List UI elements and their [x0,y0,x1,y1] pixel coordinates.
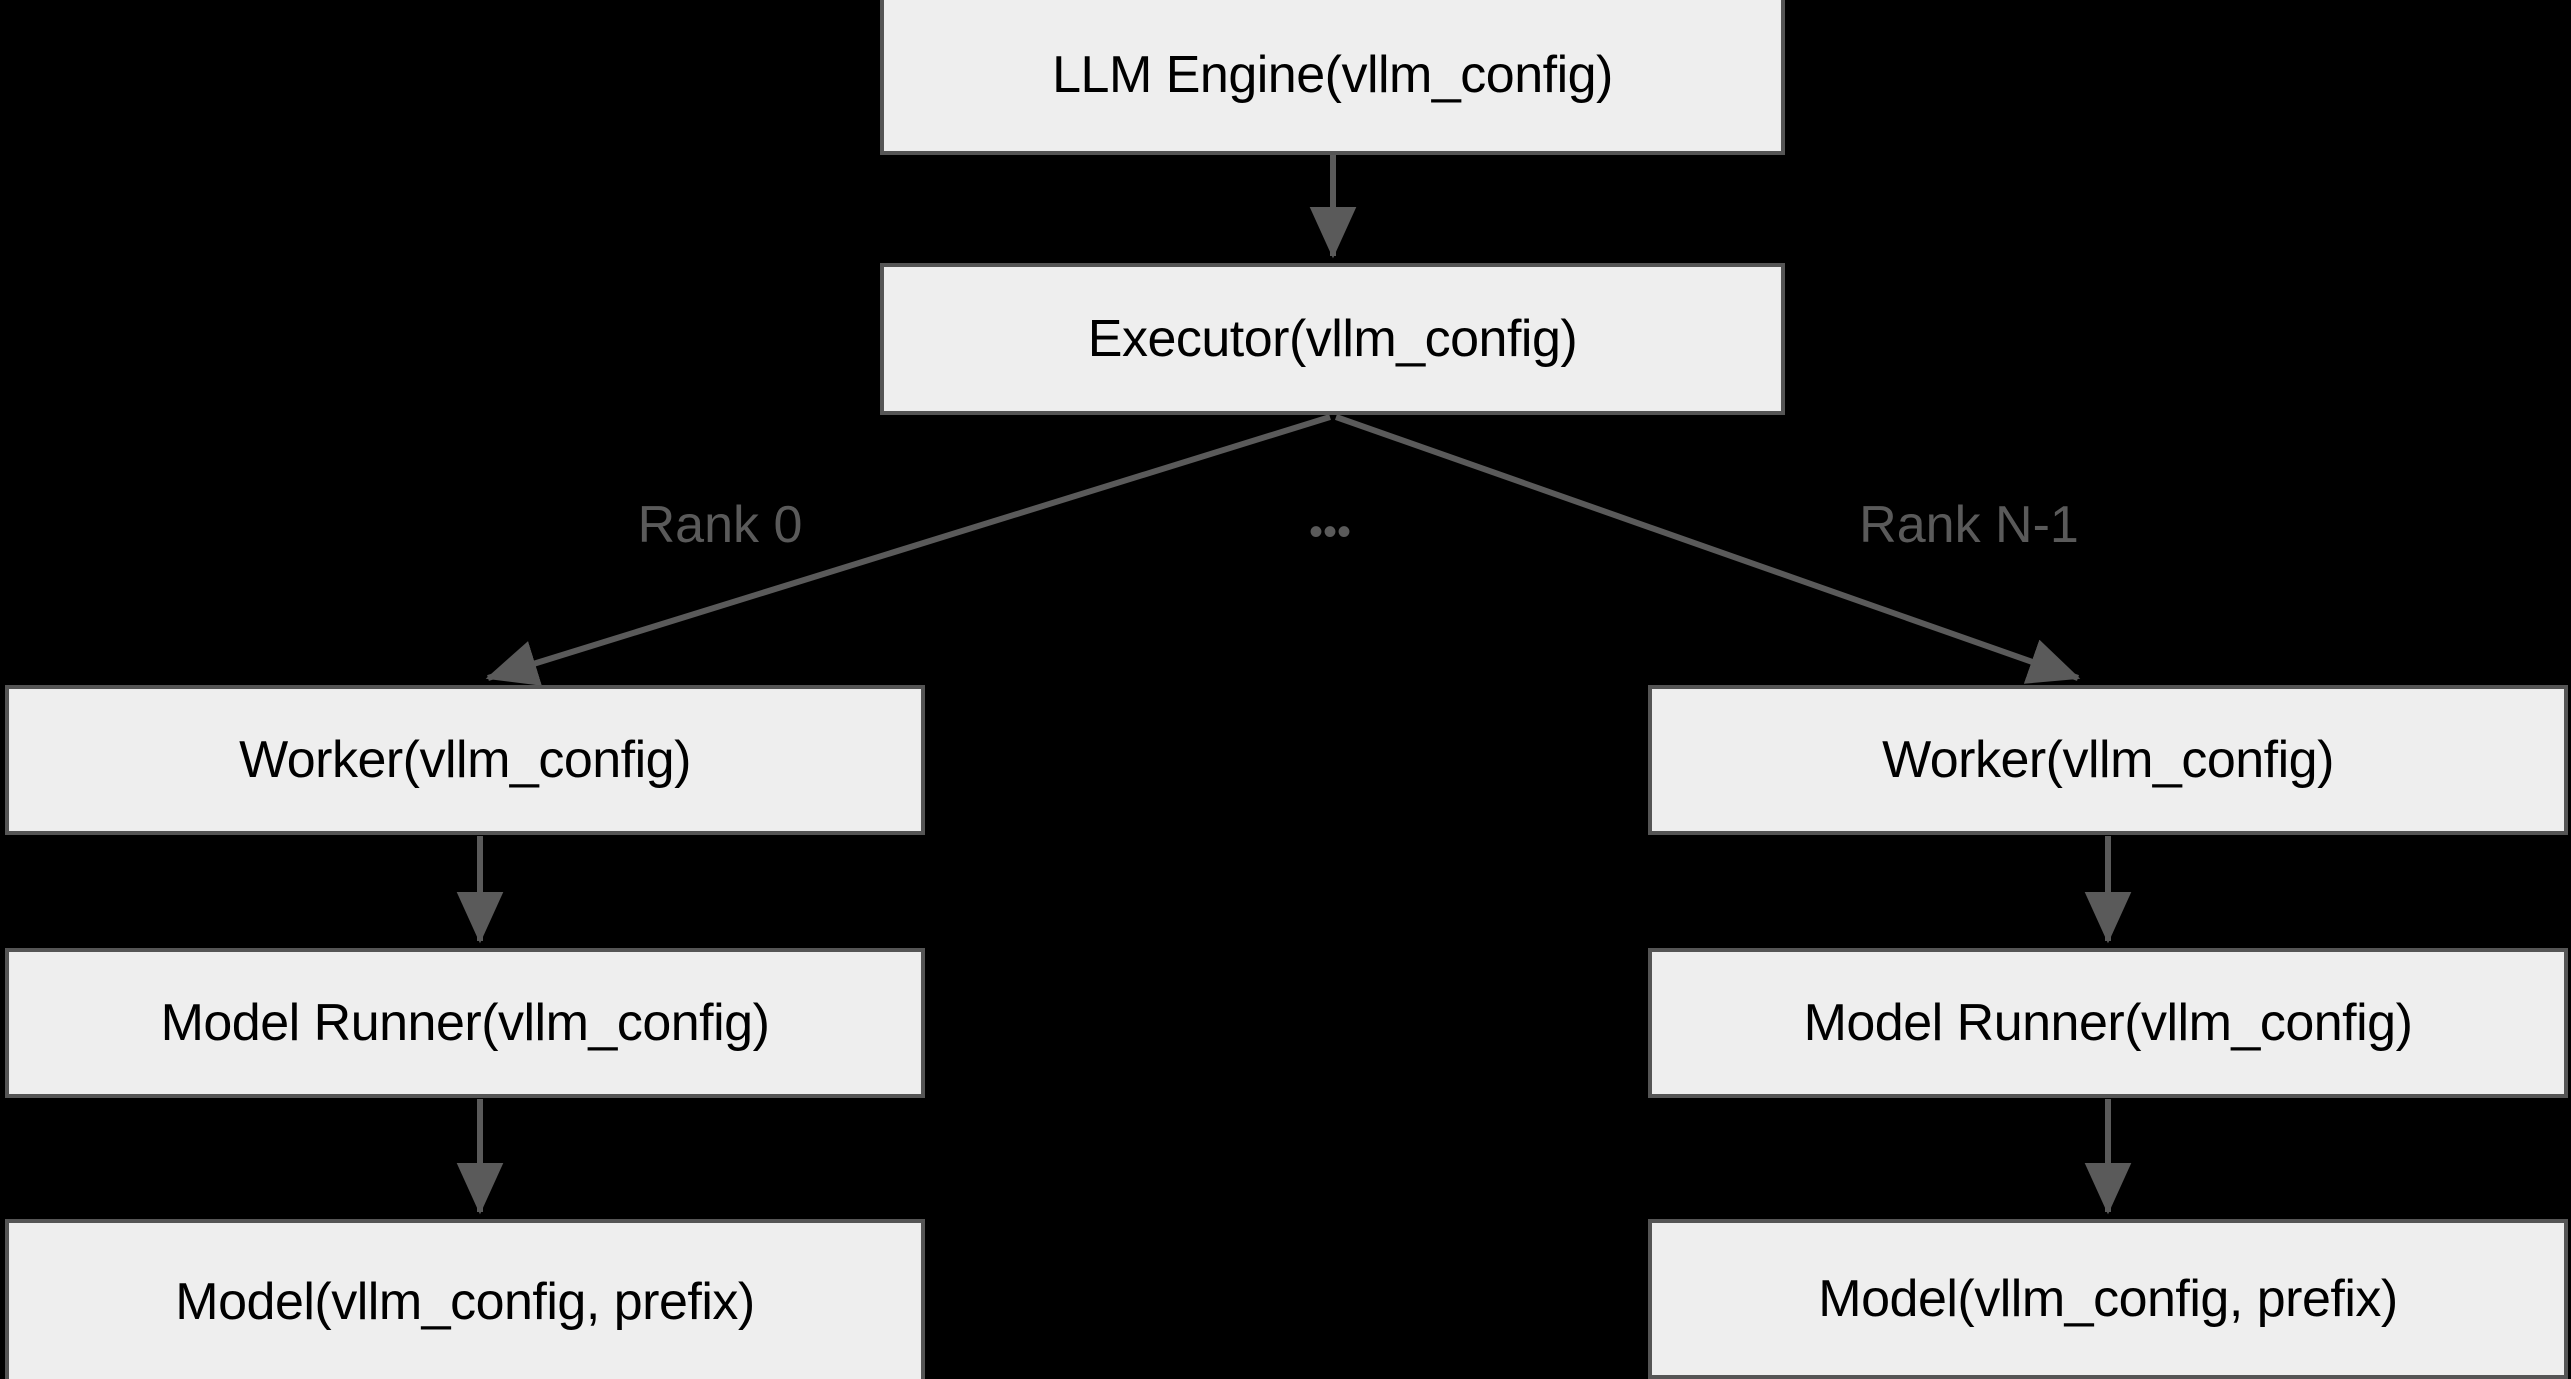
node-model-rank0[interactable]: Model(vllm_config, prefix) [5,1219,925,1379]
node-model-runner-rank0[interactable]: Model Runner(vllm_config) [5,948,925,1098]
node-executor[interactable]: Executor(vllm_config) [880,263,1785,415]
node-model-runner-rankn[interactable]: Model Runner(vllm_config) [1648,948,2568,1098]
node-worker-rank0-label: Worker(vllm_config) [239,731,691,789]
node-worker-rank0[interactable]: Worker(vllm_config) [5,685,925,835]
node-llm-engine[interactable]: LLM Engine(vllm_config) [880,0,1785,155]
node-llm-engine-label: LLM Engine(vllm_config) [1052,45,1613,104]
node-executor-label: Executor(vllm_config) [1087,310,1578,368]
node-model-rankn[interactable]: Model(vllm_config, prefix) [1648,1219,2568,1379]
node-model-rank0-label: Model(vllm_config, prefix) [175,1273,755,1331]
node-worker-rankn[interactable]: Worker(vllm_config) [1648,685,2568,835]
edge-label-rank-0: Rank 0 [637,496,803,554]
edge-label-ellipsis: ••• [1308,510,1351,554]
node-model-rankn-label: Model(vllm_config, prefix) [1818,1270,2398,1328]
node-worker-rankn-label: Worker(vllm_config) [1882,731,2334,789]
node-model-runner-rank0-label: Model Runner(vllm_config) [160,994,770,1052]
node-model-runner-rankn-label: Model Runner(vllm_config) [1803,994,2413,1052]
edge-label-rank-n-1: Rank N-1 [1859,496,2079,554]
